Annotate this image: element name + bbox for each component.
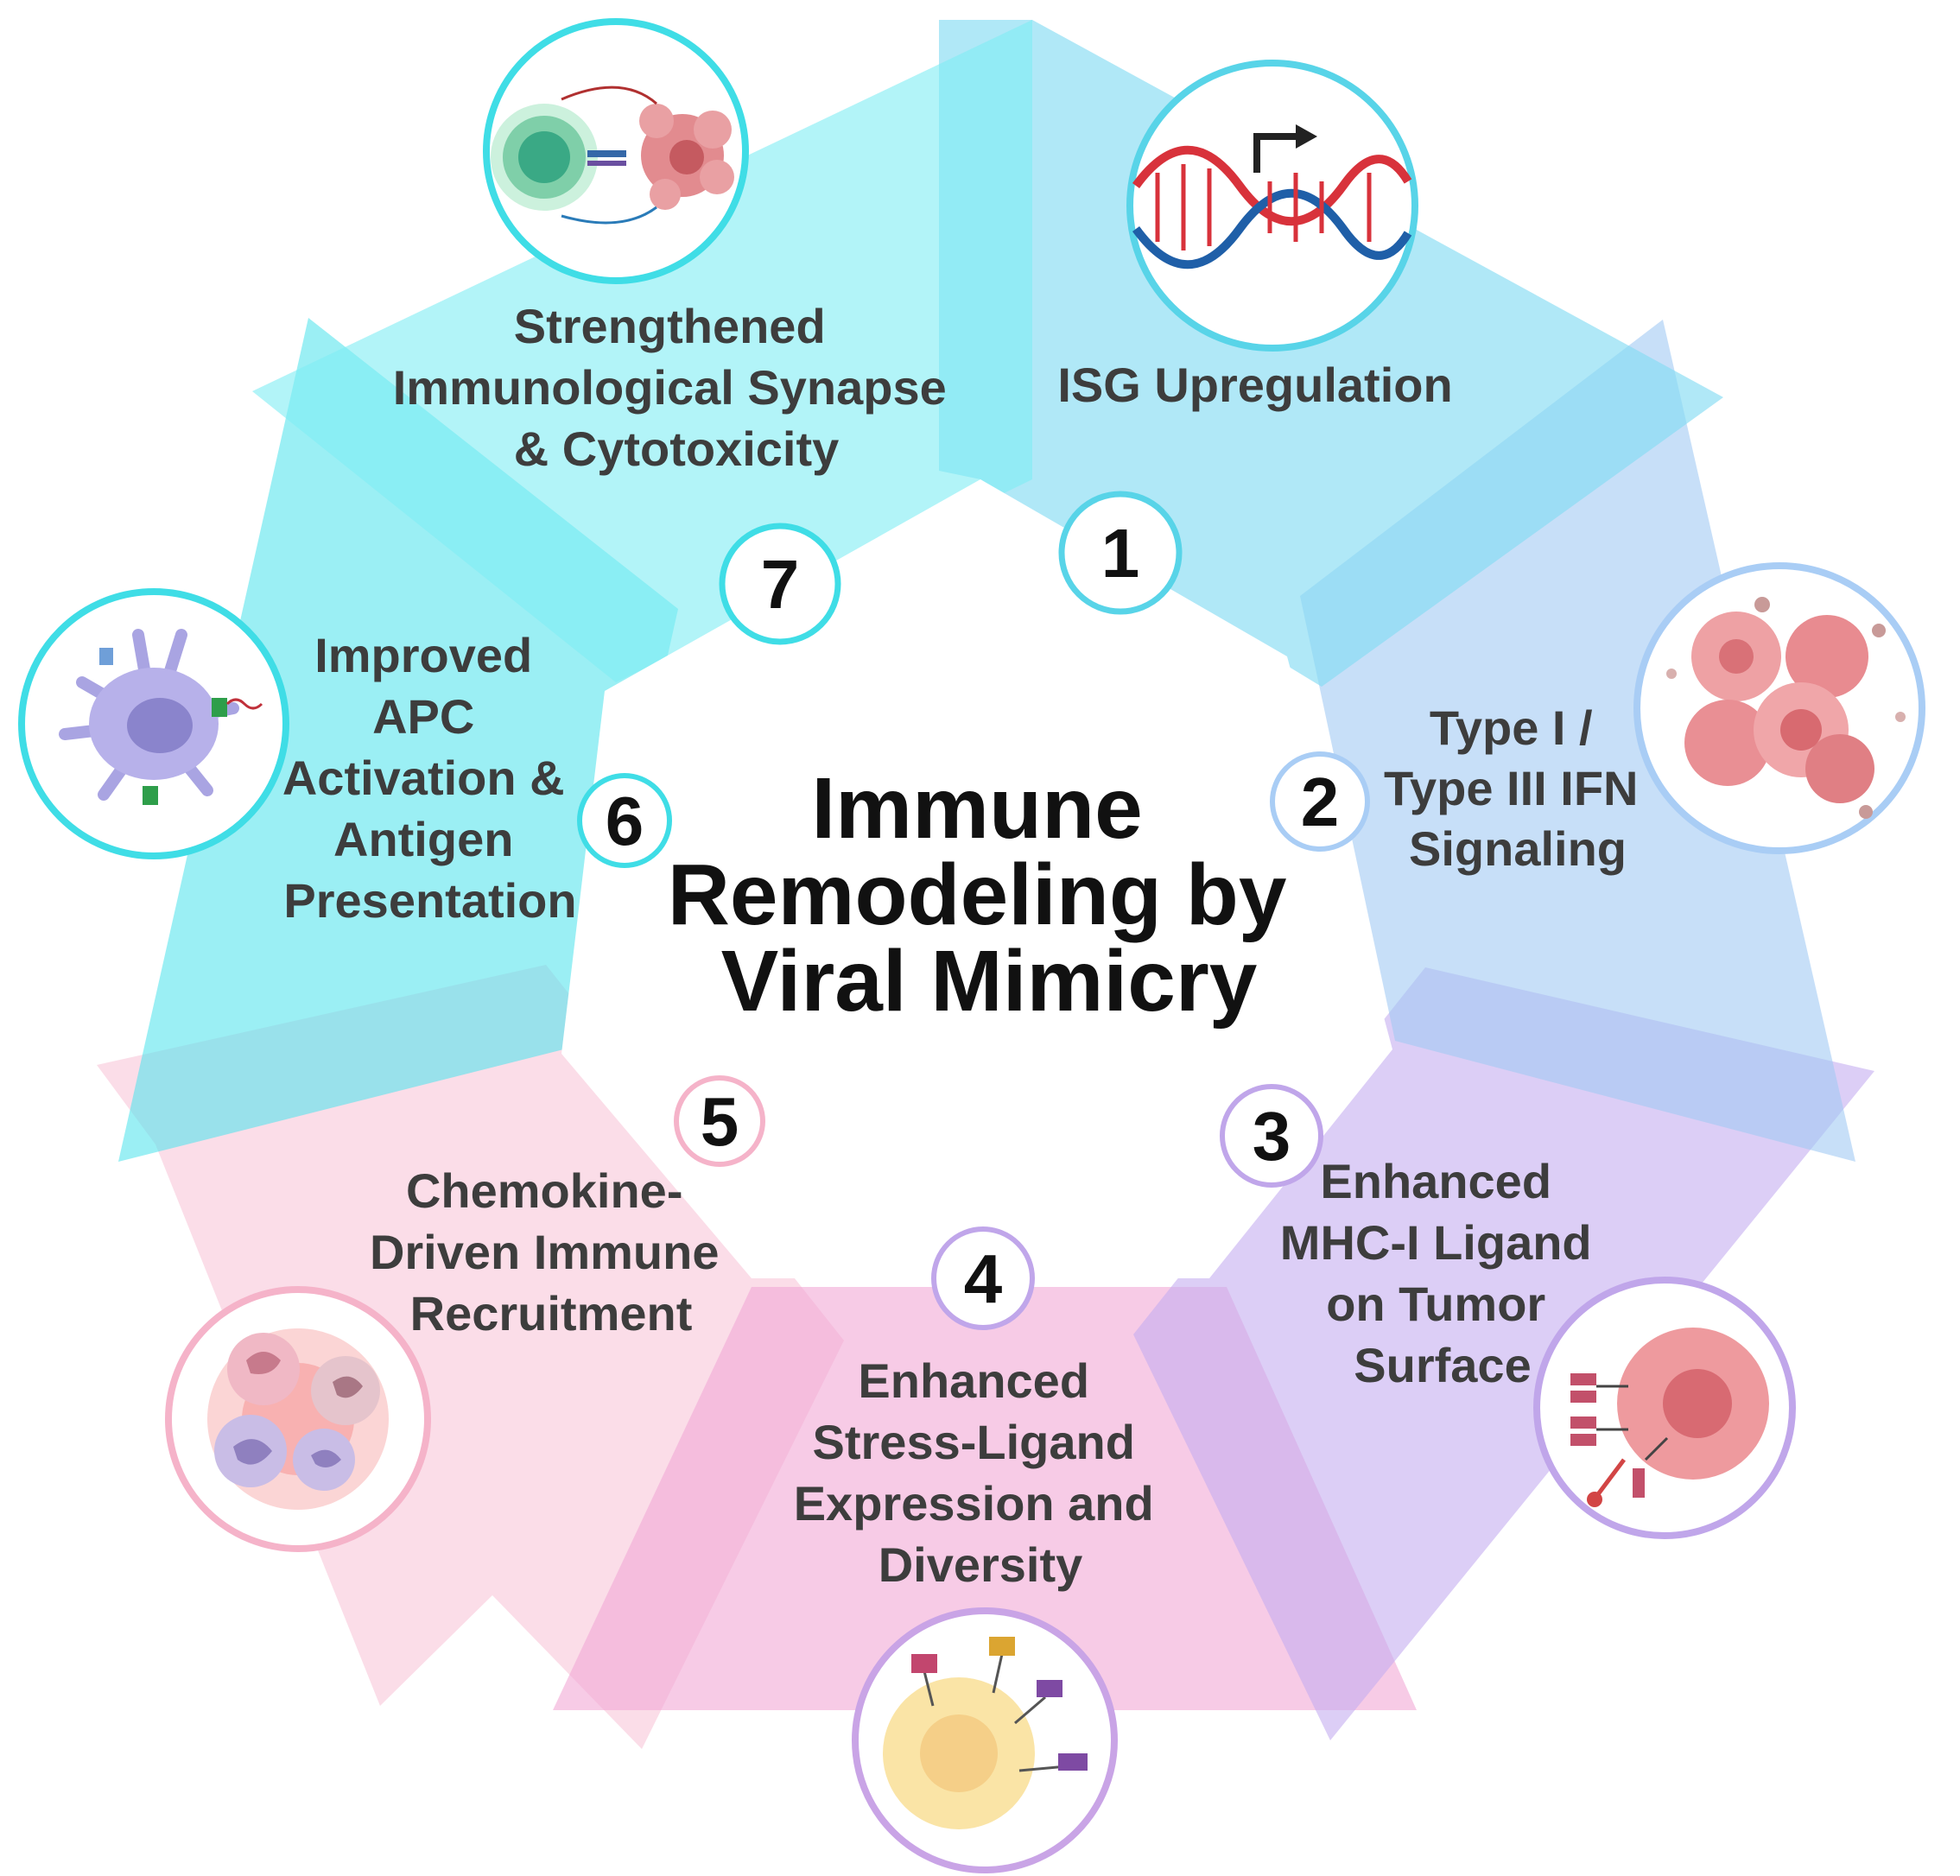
step-6-label-line: Activation & (282, 751, 565, 805)
number-badges: 1 2 3 4 5 6 7 (577, 491, 1370, 1330)
title-line-3: Viral Mimicry (721, 933, 1258, 1030)
step-7-number: 7 (761, 546, 800, 623)
step-3-label-line: MHC-I Ligand (1280, 1215, 1592, 1270)
step-2-number: 2 (1301, 764, 1340, 840)
step-6-label: Improved APC Activation & Antigen Presen… (282, 628, 578, 928)
step-3-label-line: Surface (1354, 1338, 1531, 1392)
stress-ligand-cell-icon (852, 1607, 1118, 1873)
title-line-2: Remodeling by (668, 846, 1287, 943)
step-1-number: 1 (1101, 515, 1140, 592)
step-4-label-line: Stress-Ligand (813, 1415, 1135, 1469)
step-4-label-line: Expression and (794, 1476, 1154, 1531)
step-4-badge: 4 (931, 1226, 1035, 1330)
step-5-badge: 5 (674, 1075, 765, 1167)
step-2-label-line: Type I / (1430, 700, 1593, 755)
dendritic-cell-icon (18, 588, 289, 859)
step-6-label-line: APC (372, 689, 474, 744)
center-area (561, 479, 1392, 1278)
step-7-label-line: Immunological Synapse (393, 360, 947, 415)
mhc-tumor-cell-icon (1533, 1277, 1796, 1539)
step-2-label-line: Signaling (1409, 821, 1627, 876)
step-1-label: ISG Upregulation (1057, 358, 1452, 412)
step-2-label-line: Type III IFN (1384, 761, 1639, 815)
immune-cells-recruitment-icon (165, 1286, 431, 1552)
band-step-3 (1133, 967, 1874, 1740)
step-labels: ISG Upregulation Type I / Type III IFN S… (282, 299, 1652, 1592)
step-7-label: Strengthened Immunological Synapse & Cyt… (393, 299, 961, 476)
step-4-label-line: Enhanced (858, 1353, 1089, 1408)
step-4-label-line: Diversity (879, 1537, 1083, 1592)
step-3-label-line: on Tumor (1326, 1277, 1545, 1331)
step-4-label: Enhanced Stress-Ligand Expression and Di… (794, 1353, 1168, 1592)
step-5-label: Chemokine- Driven Immune Recruitment (370, 1163, 733, 1340)
immune-synapse-icon (483, 18, 749, 284)
step-5-number: 5 (701, 1083, 739, 1160)
step-6-label-line: Antigen (333, 812, 513, 866)
step-6-label-line: Improved (314, 628, 532, 682)
step-3-number: 3 (1253, 1098, 1291, 1175)
step-6-badge: 6 (577, 773, 672, 868)
icon-circles (18, 18, 1925, 1873)
interferon-cell-cluster-icon (1633, 562, 1925, 854)
step-3-label-line: Enhanced (1320, 1154, 1551, 1208)
step-7-label-line: Strengthened (514, 299, 826, 353)
step-5-label-line: Recruitment (410, 1286, 693, 1340)
step-3-badge: 3 (1220, 1084, 1323, 1188)
step-6-label-line: Presentation (283, 873, 576, 928)
step-7-label-line: & Cytotoxicity (514, 421, 840, 476)
step-5-label-line: Driven Immune (370, 1225, 720, 1279)
step-2-label: Type I / Type III IFN Signaling (1384, 700, 1652, 876)
band-step-7 (252, 20, 1032, 682)
step-4-number: 4 (964, 1240, 1003, 1317)
step-5-label-line: Chemokine- (406, 1163, 683, 1218)
step-7-badge: 7 (719, 523, 841, 645)
step-1-label-line: ISG Upregulation (1057, 358, 1452, 412)
step-3-label: Enhanced MHC-I Ligand on Tumor Surface (1280, 1154, 1605, 1392)
step-2-badge: 2 (1270, 751, 1370, 852)
dna-transcription-icon (1126, 60, 1418, 352)
step-6-number: 6 (606, 783, 644, 859)
step-1-badge: 1 (1058, 491, 1183, 615)
diagram-title: Immune Remodeling by Viral Mimicry (668, 760, 1311, 1030)
title-line-1: Immune (811, 760, 1142, 857)
